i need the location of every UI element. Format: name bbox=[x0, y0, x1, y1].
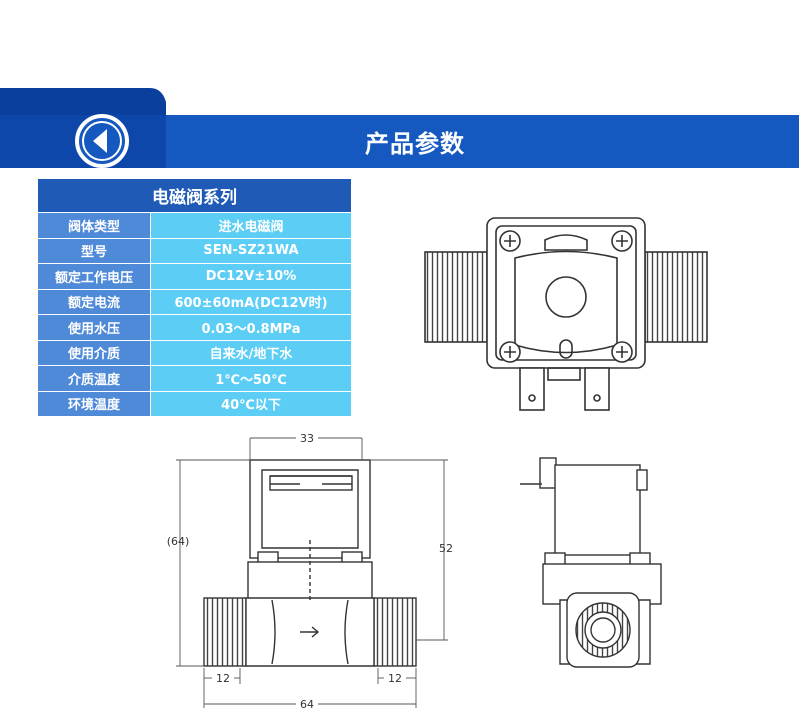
table-row: 额定工作电压 DC12V±10% bbox=[37, 263, 352, 290]
table-row: 阀体类型 进水电磁阀 bbox=[37, 212, 352, 239]
table-row: 额定电流 600±60mA(DC12V时) bbox=[37, 288, 352, 315]
spec-label: 环境温度 bbox=[37, 390, 151, 417]
back-arrow-icon bbox=[75, 114, 129, 168]
spec-label: 额定电流 bbox=[37, 288, 151, 315]
table-row: 使用介质 自来水/地下水 bbox=[37, 339, 352, 366]
valve-front-view bbox=[203, 459, 417, 667]
dim-right-thread: 12 bbox=[388, 672, 402, 685]
spec-label: 型号 bbox=[37, 237, 151, 264]
spec-value: 自来水/地下水 bbox=[150, 339, 352, 366]
table-row: 环境温度 40℃以下 bbox=[37, 390, 352, 417]
page-title: 产品参数 bbox=[365, 130, 465, 158]
valve-top-view bbox=[424, 217, 708, 411]
spec-value: 600±60mA(DC12V时) bbox=[150, 288, 352, 315]
spec-value: 40℃以下 bbox=[150, 390, 352, 417]
spec-table: 电磁阀系列 阀体类型 进水电磁阀 型号 SEN-SZ21WA 额定工作电压 DC… bbox=[37, 178, 352, 417]
spec-label: 阀体类型 bbox=[37, 212, 151, 239]
spec-value: 1℃～50℃ bbox=[150, 365, 352, 392]
back-button[interactable] bbox=[74, 113, 130, 169]
table-row: 型号 SEN-SZ21WA bbox=[37, 237, 352, 264]
spec-label: 介质温度 bbox=[37, 365, 151, 392]
spec-value: 进水电磁阀 bbox=[150, 212, 352, 239]
dim-left-thread: 12 bbox=[216, 672, 230, 685]
dim-top-width: 33 bbox=[300, 432, 314, 445]
spec-label: 额定工作电压 bbox=[37, 263, 151, 290]
spec-label: 使用水压 bbox=[37, 314, 151, 341]
table-row: 使用水压 0.03～0.8MPa bbox=[37, 314, 352, 341]
table-row: 介质温度 1℃～50℃ bbox=[37, 365, 352, 392]
dim-overall-height: (64) bbox=[167, 535, 190, 548]
spec-value: SEN-SZ21WA bbox=[150, 237, 352, 264]
spec-label: 使用介质 bbox=[37, 339, 151, 366]
dim-overall-width: 64 bbox=[300, 698, 314, 711]
spec-series-title: 电磁阀系列 bbox=[37, 178, 352, 213]
dimension-lines bbox=[176, 437, 448, 708]
dim-body-height: 52 bbox=[439, 542, 453, 555]
valve-side-view bbox=[520, 457, 662, 668]
